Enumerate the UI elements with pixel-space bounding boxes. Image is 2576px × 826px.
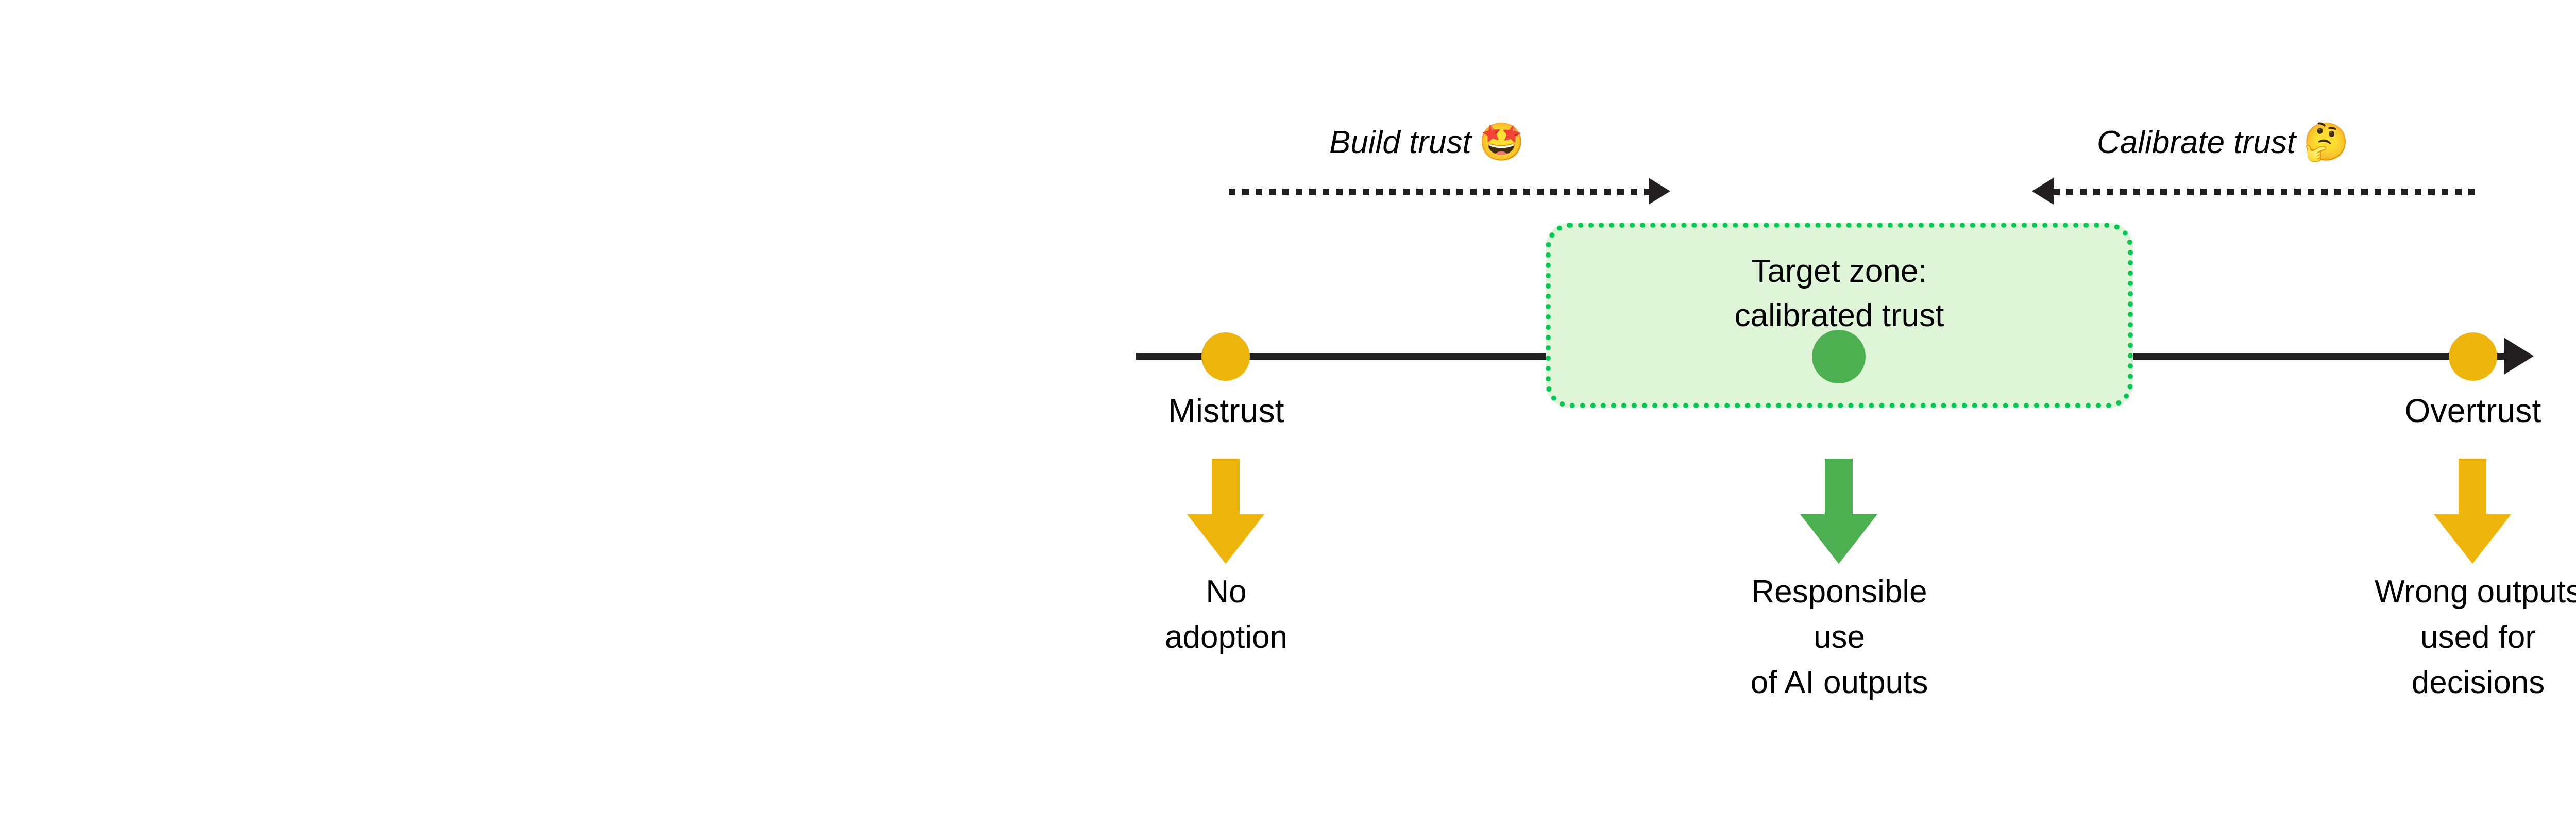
wrong-outputs-caption: Wrong outputs used for decisions [2272, 569, 2576, 705]
calibrated-trust-node-dot [1812, 330, 1866, 383]
caption-line: decisions [2411, 665, 2545, 701]
mistrust-node-dot [1201, 332, 1250, 381]
caption-line: use [1814, 619, 1865, 655]
star-struck-face-icon: 🤩 [1478, 122, 1525, 163]
thinking-face-icon: 🤔 [2302, 122, 2349, 163]
no-adoption-caption: No adoption [1046, 569, 1406, 660]
responsible-use-caption: Responsible use of AI outputs [1638, 569, 2040, 705]
caption-line: Wrong outputs [2374, 574, 2576, 610]
target-zone-line-1: Target zone: [1751, 254, 1927, 289]
build-trust-dotted-line [1229, 189, 1651, 195]
build-trust-label: Build trust [1329, 124, 1471, 160]
arrow-shaft [1825, 459, 1853, 515]
arrow-shaft [2459, 459, 2486, 515]
overtrust-node-dot [2449, 332, 2497, 381]
calibrate-trust-arrowhead-icon [2032, 178, 2054, 205]
arrow-shaft [1212, 459, 1240, 515]
calibrate-trust-label: Calibrate trust [2097, 124, 2296, 160]
build-trust-arrowhead-icon [1649, 178, 1670, 205]
target-zone-label: Target zone: calibrated trust [1551, 249, 2128, 338]
arrow-head [1187, 514, 1264, 564]
caption-line: of AI outputs [1750, 665, 1928, 701]
trust-axis-arrowhead-icon [2504, 338, 2534, 375]
build-trust-annotation: Build trust 🤩 [1329, 124, 1524, 161]
arrow-head [2434, 514, 2511, 564]
calibrate-trust-annotation: Calibrate trust 🤔 [2097, 124, 2349, 161]
arrow-head [1800, 514, 1877, 564]
target-zone-line-2: calibrated trust [1734, 297, 1944, 333]
caption-line: No [1206, 574, 1247, 610]
caption-line: adoption [1165, 619, 1287, 655]
caption-line: used for [2420, 619, 2536, 655]
mistrust-label: Mistrust [1168, 392, 1284, 429]
caption-line: Responsible [1751, 574, 1927, 610]
overtrust-label: Overtrust [2404, 392, 2541, 429]
calibrate-trust-dotted-line [2053, 189, 2476, 195]
